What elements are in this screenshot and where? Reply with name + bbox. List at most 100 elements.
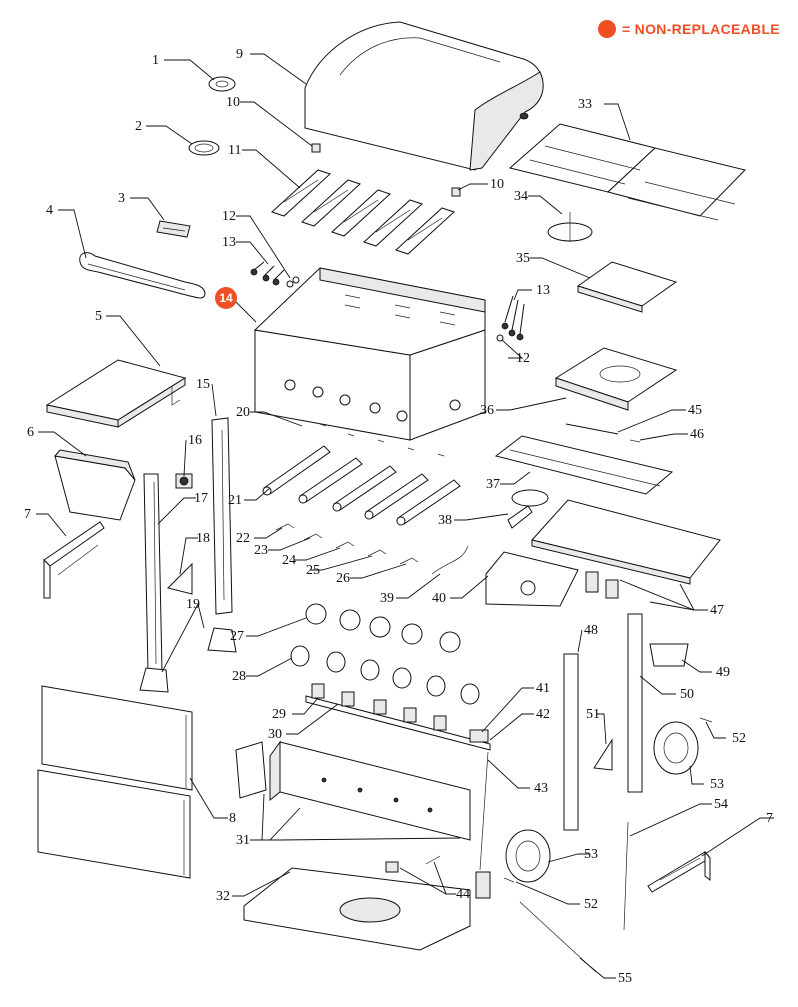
callout-17: 17 (194, 491, 208, 506)
non-replaceable-marker-icon (598, 20, 616, 38)
part-40-side-panel (485, 551, 579, 607)
callout-10-a: 10 (226, 95, 240, 110)
callout-28: 28 (232, 669, 246, 684)
callout-12-b: 12 (516, 351, 530, 366)
callout-25: 25 (306, 563, 320, 578)
part-17-post (143, 473, 163, 673)
part-12-nuts-left (286, 276, 300, 288)
callout-8: 8 (229, 811, 236, 826)
callout-14: 14 (219, 291, 233, 305)
callout-33: 33 (578, 97, 592, 112)
callout-20: 20 (236, 405, 250, 420)
part-14-firebox (253, 267, 486, 441)
legend: = NON-REPLACEABLE (598, 20, 780, 38)
part-48-post (563, 653, 579, 831)
callout-53-b: 53 (584, 847, 598, 862)
part-33-cooking-grates (508, 123, 746, 221)
callout-13-b: 13 (536, 283, 550, 298)
part-11-heat-tents (271, 169, 455, 255)
callout-36: 36 (480, 403, 494, 418)
callout-42: 42 (536, 707, 550, 722)
callout-5: 5 (95, 309, 102, 324)
part-50-post (627, 613, 643, 793)
callout-52-b: 52 (584, 897, 598, 912)
callout-38: 38 (438, 513, 452, 528)
callout-45: 45 (688, 403, 702, 418)
callout-34: 34 (514, 189, 528, 204)
callout-47: 47 (710, 603, 724, 618)
callout-16: 16 (188, 433, 202, 448)
leader-lines (36, 53, 774, 979)
callout-50: 50 (680, 687, 694, 702)
part-20-electrodes (319, 423, 445, 457)
part-15-post (211, 417, 233, 615)
part-13-screws-left (250, 261, 285, 286)
part-34-support (547, 212, 593, 242)
callout-26: 26 (336, 571, 350, 586)
part-31-control-panel (235, 740, 471, 841)
callout-49: 49 (716, 665, 730, 680)
callout-24: 24 (282, 553, 296, 568)
part-27-bezels (305, 603, 461, 653)
part-47-grease-tray (531, 499, 721, 599)
part-7-bracket-right (647, 850, 711, 893)
callout-10-b: 10 (490, 177, 504, 192)
part-22-26-collectors (275, 523, 419, 565)
part-13-screws-right (501, 295, 525, 341)
part-46-clip (629, 439, 641, 443)
callout-12-a: 12 (222, 209, 236, 224)
callout-7-right: 7 (766, 811, 773, 826)
callout-6: 6 (27, 425, 34, 440)
part-3-badge (156, 220, 191, 238)
part-52-axle-pin (699, 717, 713, 723)
part-10-bumper-b (451, 187, 461, 197)
callout-44: 44 (456, 887, 470, 902)
part-38-side-burner (507, 489, 549, 529)
callout-32: 32 (216, 889, 230, 904)
part-18-gusset (167, 562, 193, 595)
part-44-fittings (385, 855, 441, 873)
callout-54: 54 (714, 797, 728, 812)
part-54-rod (623, 821, 629, 931)
callout-48: 48 (584, 623, 598, 638)
callout-52-a: 52 (732, 731, 746, 746)
callout-35: 35 (516, 251, 530, 266)
part-12-nut-right (496, 334, 504, 342)
callout-11: 11 (228, 143, 241, 158)
part-4-handle (79, 252, 206, 299)
part-8-doors (37, 685, 193, 879)
callout-18: 18 (196, 531, 210, 546)
part-28-knobs (290, 645, 480, 705)
part-53-wheel-a (653, 721, 699, 775)
part-1-bezel (208, 76, 236, 92)
callout-2: 2 (135, 119, 142, 134)
part-45-rod (565, 423, 619, 435)
part-16-igniter (175, 473, 193, 489)
part-6-shroud (54, 449, 136, 521)
callout-29: 29 (272, 707, 286, 722)
part-49-cup (649, 643, 689, 667)
callout-labels: 1 2 3 4 5 6 7 7 8 9 10 10 11 12 12 13 13… (24, 47, 773, 986)
callout-19: 19 (186, 597, 200, 612)
callout-37: 37 (486, 477, 500, 492)
callout-7-left: 7 (24, 507, 31, 522)
callout-21: 21 (228, 493, 242, 508)
part-37-warming-rack (494, 435, 674, 495)
part-10-bumper-a (311, 143, 321, 153)
part-35-lid (576, 261, 678, 313)
callout-31: 31 (236, 833, 250, 848)
part-19-foot-b (207, 627, 237, 653)
callout-1: 1 (152, 53, 159, 68)
part-52-axle-pin-b (503, 877, 515, 883)
part-41-43-regulator (469, 729, 491, 899)
callout-41: 41 (536, 681, 550, 696)
part-51-gusset (593, 738, 613, 771)
callout-13-a: 13 (222, 235, 236, 250)
part-2-ring (188, 140, 220, 156)
callout-4: 4 (46, 203, 53, 218)
callout-27: 27 (230, 629, 244, 644)
callout-14-highlighted: 14 (215, 287, 237, 309)
callout-53-a: 53 (710, 777, 724, 792)
callout-55: 55 (618, 971, 632, 986)
